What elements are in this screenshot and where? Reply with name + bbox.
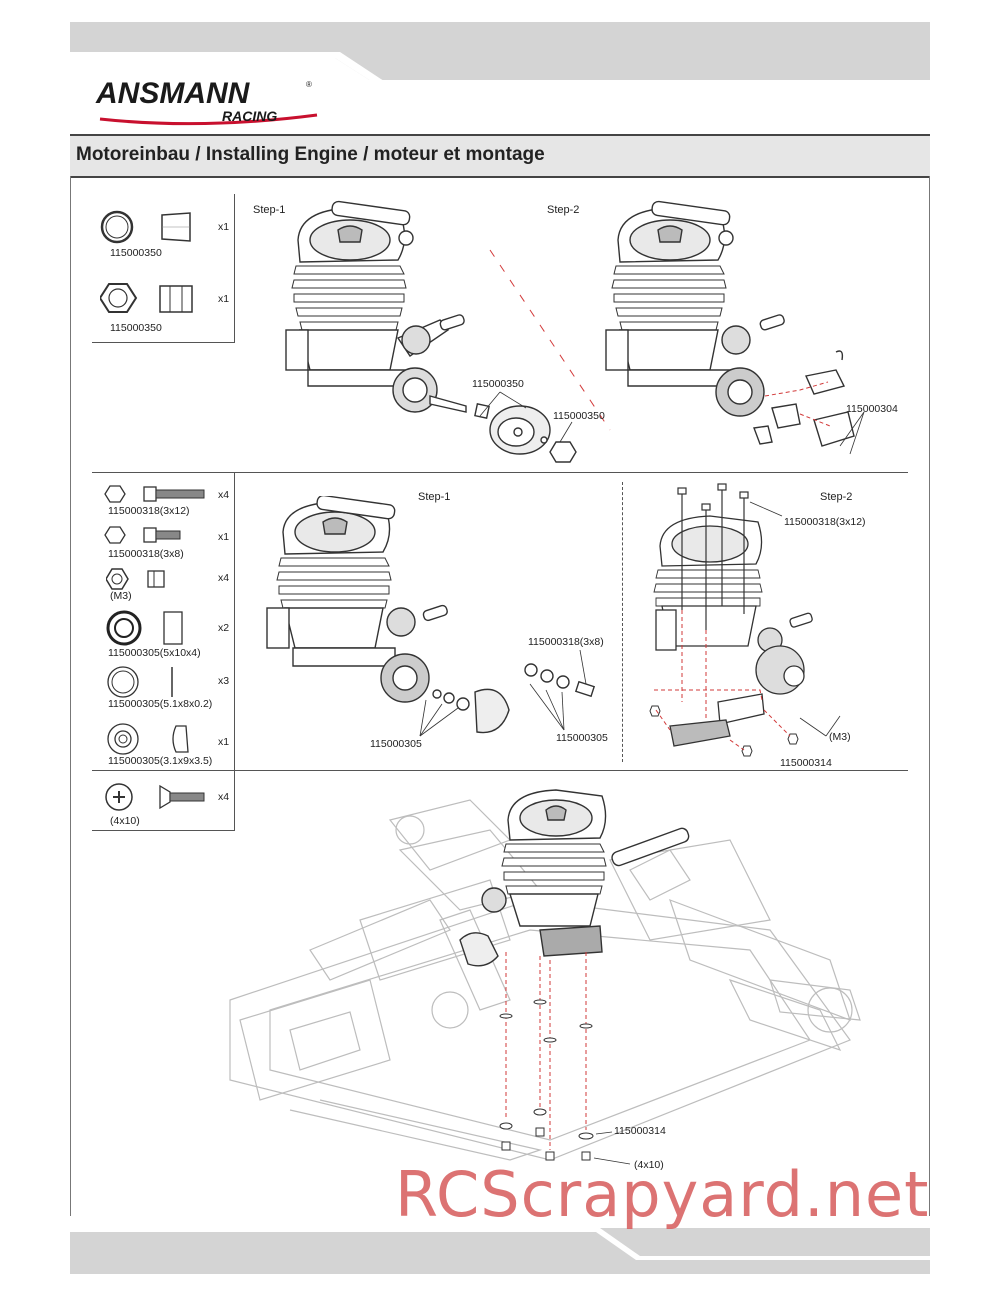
s2-part2-code: 115000318(3x8) xyxy=(108,548,184,560)
s2-callout-a: 115000318(3x8) xyxy=(528,636,604,648)
s2-callout-c: 115000305 xyxy=(370,738,422,750)
s2-callout-b: 115000305 xyxy=(556,732,608,744)
watermark-text: RCScrapyard.net xyxy=(395,1158,930,1231)
s2-part5-icon xyxy=(107,666,173,698)
s3-part1-icon xyxy=(105,783,205,811)
s3-chassis-drawing xyxy=(229,789,861,1165)
s1-part2-icon xyxy=(100,283,193,313)
s1-leader-lines-a xyxy=(479,391,573,443)
s2-step1-engine-drawing xyxy=(266,496,596,734)
s1-callout-c: 115000304 xyxy=(846,403,898,415)
s2-step-divider xyxy=(622,482,623,762)
s2-callout-d: 115000318(3x12) xyxy=(784,516,866,528)
logo-brand-text: ANSMANN xyxy=(95,77,251,110)
s1-part2-qty: x1 xyxy=(218,293,230,305)
footer-notch-shape xyxy=(70,1228,930,1260)
s2-part4-code: 115000305(5x10x4) xyxy=(108,647,201,659)
s2-part1-code: 115000318(3x12) xyxy=(108,505,190,517)
section-divider-2 xyxy=(92,770,908,771)
s1-part1-qty: x1 xyxy=(218,221,230,233)
frame-left xyxy=(70,176,71,1216)
section-divider-1 xyxy=(92,472,908,473)
s2-part5-qty: x3 xyxy=(218,675,230,687)
s2-parts-divider xyxy=(234,472,235,770)
s2-step2-label: Step-2 xyxy=(820,491,853,503)
s3-parts-bottom xyxy=(92,830,235,831)
s2-step2-leader-lines xyxy=(749,501,841,737)
s1-step1-engine-drawing xyxy=(285,200,577,463)
frame-right xyxy=(929,176,930,1216)
ansmann-racing-logo: ANSMANN ® RACING xyxy=(95,77,318,126)
s2-part5-code: 115000305(5.1x8x0.2) xyxy=(108,698,213,710)
s2-part3-icon xyxy=(106,568,165,590)
s1-callout-b: 115000350 xyxy=(553,410,605,422)
s1-step2-label: Step-2 xyxy=(547,204,580,216)
s2-step1-label: Step-1 xyxy=(418,491,451,503)
s2-callout-f: 115000314 xyxy=(780,757,832,769)
s3-part1-qty: x4 xyxy=(218,791,230,803)
s3-callout-b: (4x10) xyxy=(634,1159,664,1171)
s1-step2-engine-drawing xyxy=(605,200,855,447)
s1-part1-icon xyxy=(100,210,191,244)
s2-part6-code: 115000305(3.1x9x3.5) xyxy=(108,755,213,767)
s2-part6-icon xyxy=(107,723,189,755)
s2-part4-qty: x2 xyxy=(218,622,230,634)
s1-step1-label: Step-1 xyxy=(253,204,286,216)
s3-part1-code: (4x10) xyxy=(110,815,140,827)
title-bar: Motoreinbau / Installing Engine / moteur… xyxy=(70,134,930,178)
s1-guide-dashes xyxy=(489,249,611,431)
s1-callout-a: 115000350 xyxy=(472,378,524,390)
s2-part2-qty: x1 xyxy=(218,531,230,543)
s3-parts-divider xyxy=(234,770,235,830)
page-title: Motoreinbau / Installing Engine / moteur… xyxy=(76,144,545,165)
logo-registered-mark: ® xyxy=(306,80,312,89)
s1-leader-lines-b xyxy=(839,411,865,455)
s1-parts-bottom xyxy=(92,342,235,343)
s1-parts-divider xyxy=(234,194,235,342)
s2-callout-e: (M3) xyxy=(829,731,851,743)
s2-step2-engine-drawing xyxy=(649,483,813,757)
s3-callout-a: 115000314 xyxy=(614,1125,666,1137)
s2-part3-code: (M3) xyxy=(110,590,132,602)
s2-part3-qty: x4 xyxy=(218,572,230,584)
s2-part2-icon xyxy=(104,526,181,544)
footer-bar xyxy=(70,1228,930,1274)
s1-part2-code: 115000350 xyxy=(110,322,162,334)
logo-sub-text: RACING xyxy=(222,108,277,124)
s2-part1-icon xyxy=(104,485,205,503)
s2-leader-lines xyxy=(419,650,587,737)
s2-part4-icon xyxy=(106,610,183,646)
s1-part1-code: 115000350 xyxy=(110,247,162,259)
s2-part6-qty: x1 xyxy=(218,736,230,748)
header-notch-shape xyxy=(70,52,930,92)
s2-part1-qty: x4 xyxy=(218,489,230,501)
